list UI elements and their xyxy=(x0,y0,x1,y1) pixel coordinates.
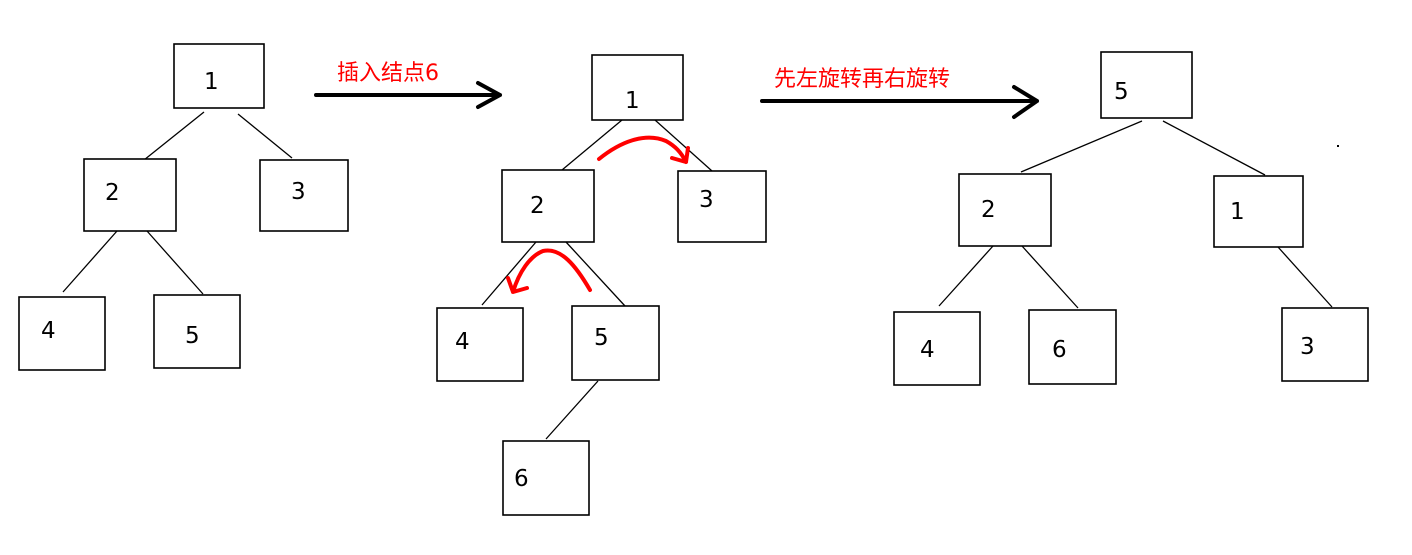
node-label: 4 xyxy=(455,329,470,355)
stray-mark xyxy=(1337,145,1339,147)
tree-node: 1 xyxy=(1213,175,1304,248)
step-label-rotate: 先左旋转再右旋转 xyxy=(774,67,950,92)
tree-node: 2 xyxy=(501,169,595,243)
tree-after-insert: 1 2 3 4 5 6 xyxy=(436,54,767,516)
tree-node: 2 xyxy=(958,173,1052,247)
tree-node: 4 xyxy=(436,307,524,382)
right-arrow-icon xyxy=(760,85,1039,119)
step-label-insert: 插入结点6 xyxy=(337,61,439,86)
right-arrow-icon xyxy=(314,81,502,109)
rotation-arrow-right-icon xyxy=(597,135,690,164)
node-label: 3 xyxy=(1300,334,1315,360)
tree-node: 4 xyxy=(893,311,981,386)
tree-node: 1 xyxy=(591,54,684,121)
node-label: 2 xyxy=(530,193,545,219)
edge-5-1 xyxy=(1162,120,1266,176)
tree-after-rotation: 5 2 1 4 6 3 xyxy=(893,51,1369,386)
node-label: 1 xyxy=(204,69,219,95)
edge-5-6 xyxy=(545,380,599,440)
step-arrow-insert: 插入结点6 xyxy=(314,61,502,109)
tree-node: 6 xyxy=(1028,309,1117,385)
node-label: 5 xyxy=(1114,79,1129,105)
rotation-arrow-left-icon xyxy=(506,248,592,294)
edge-2-5 xyxy=(146,230,204,295)
tree-before-insert: 1 2 3 4 5 xyxy=(18,43,349,371)
tree-node: 5 xyxy=(571,305,660,381)
edge-2-5 xyxy=(565,241,626,307)
edge-2-4 xyxy=(481,241,537,306)
node-label: 1 xyxy=(625,88,640,114)
tree-node: 3 xyxy=(1281,307,1369,382)
tree-node: 3 xyxy=(259,159,349,232)
node-label: 4 xyxy=(920,337,935,363)
edge-5-2 xyxy=(1020,120,1143,173)
edge-1-2 xyxy=(143,111,205,161)
tree-node: 6 xyxy=(502,440,590,516)
edge-1-3 xyxy=(1277,246,1333,308)
node-label: 2 xyxy=(105,180,120,206)
edge-1-3 xyxy=(654,119,713,172)
step-arrow-rotate: 先左旋转再右旋转 xyxy=(760,67,1039,119)
node-label: 1 xyxy=(1230,199,1245,225)
node-label: 6 xyxy=(514,466,529,492)
edge-2-4 xyxy=(938,245,994,307)
tree-node: 5 xyxy=(153,294,241,369)
node-label: 5 xyxy=(185,323,200,349)
edge-1-3 xyxy=(237,113,293,159)
node-label: 3 xyxy=(699,187,714,213)
edge-1-2 xyxy=(561,119,623,171)
node-label: 2 xyxy=(981,197,996,223)
tree-node: 2 xyxy=(83,158,177,232)
edge-2-6 xyxy=(1021,245,1079,309)
tree-node: 3 xyxy=(677,170,767,243)
node-label: 3 xyxy=(291,179,306,205)
edge-2-4 xyxy=(62,230,118,293)
node-label: 6 xyxy=(1052,337,1067,363)
tree-node: 4 xyxy=(18,296,106,371)
node-label: 4 xyxy=(41,318,56,344)
tree-node: 1 xyxy=(173,43,265,109)
tree-node: 5 xyxy=(1100,51,1193,119)
node-label: 5 xyxy=(594,325,609,351)
